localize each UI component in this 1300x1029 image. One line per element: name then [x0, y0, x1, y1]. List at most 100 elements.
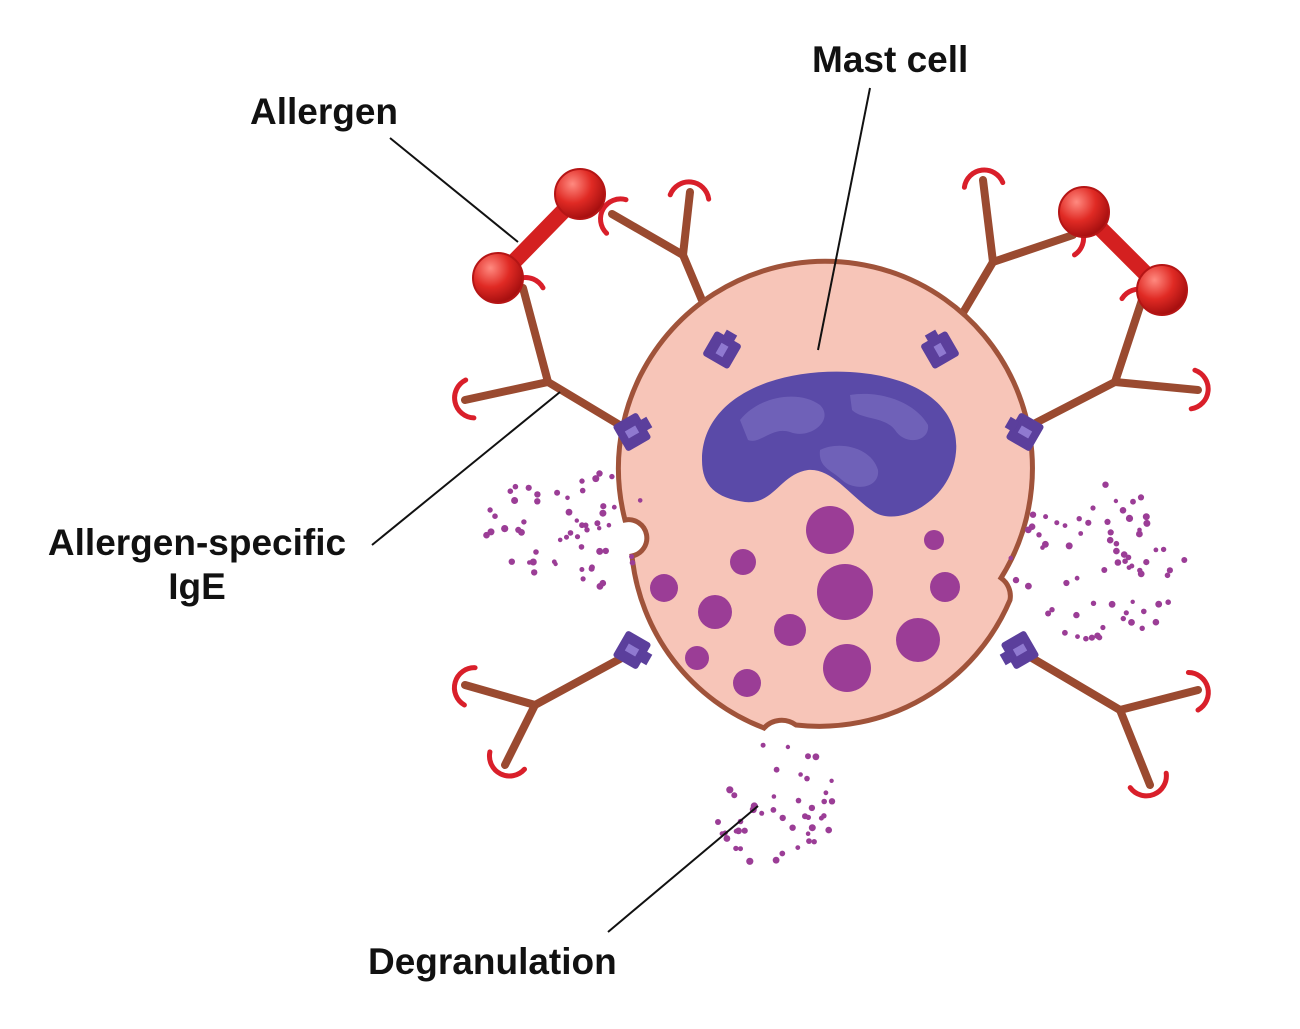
released-granule — [738, 846, 743, 852]
released-granule — [588, 565, 595, 572]
label-allergen: Allergen — [250, 91, 399, 132]
released-granule — [1075, 634, 1080, 639]
released-granule — [1054, 520, 1060, 526]
released-granule — [828, 798, 836, 805]
released-granule — [1029, 511, 1037, 518]
released-granule — [772, 856, 780, 864]
released-granule — [808, 824, 816, 832]
granule — [806, 506, 854, 554]
label-allergen-specific-ige: Allergen-specific IgE — [40, 521, 354, 609]
released-granule — [726, 786, 734, 794]
released-granule — [1129, 563, 1135, 569]
antigen-binding-site-icon — [451, 665, 478, 708]
fc-receptor-icon — [613, 413, 653, 451]
released-granule — [606, 522, 612, 528]
released-granule — [629, 554, 635, 560]
released-granule — [531, 569, 538, 576]
released-granule — [1120, 615, 1127, 622]
released-granule — [1143, 559, 1150, 566]
antibody-ige — [1018, 286, 1211, 434]
antibody-arm — [501, 701, 539, 769]
released-granule — [1028, 523, 1036, 530]
antibody-stem — [544, 378, 632, 434]
released-granule — [1141, 608, 1147, 615]
released-granule — [1062, 523, 1068, 528]
released-granule — [579, 478, 585, 484]
released-granule — [811, 839, 817, 845]
released-granule — [789, 824, 796, 831]
granule — [733, 669, 761, 697]
mast-cell — [616, 258, 1035, 731]
released-granule — [1045, 610, 1052, 617]
released-granule — [533, 549, 539, 555]
released-granule — [779, 850, 786, 857]
antigen-binding-site-icon — [486, 749, 527, 779]
released-granule — [584, 527, 590, 533]
released-granule — [600, 503, 607, 510]
released-granule — [1090, 600, 1097, 606]
released-granule — [1043, 514, 1049, 520]
released-granule — [723, 835, 731, 842]
released-granule — [1096, 634, 1103, 641]
antibody-ige — [452, 274, 632, 434]
released-granule — [579, 487, 586, 494]
antibody-arm — [1116, 686, 1202, 714]
released-granule — [1155, 600, 1163, 608]
released-granule — [1125, 554, 1132, 561]
granule — [730, 549, 756, 575]
leader-allergen — [389, 137, 519, 243]
released-granule — [511, 497, 519, 504]
released-granule — [1139, 625, 1145, 631]
released-granule — [534, 491, 541, 498]
released-granule — [579, 522, 585, 529]
released-granule — [1049, 607, 1055, 613]
released-granule — [596, 470, 603, 477]
released-granule — [580, 576, 586, 582]
released-granule — [1153, 547, 1159, 553]
antigen-binding-site-icon — [1185, 670, 1211, 713]
released-granule — [609, 473, 615, 480]
antibody-ige — [1011, 644, 1211, 799]
released-granule — [1102, 481, 1109, 488]
released-granule — [527, 560, 532, 565]
released-granule — [1101, 567, 1108, 573]
released-granule — [1113, 547, 1120, 555]
antigen-binding-site-icon — [1127, 770, 1169, 799]
released-granule — [554, 489, 561, 496]
label-allergen-specific-line1: Allergen-specific — [47, 522, 347, 563]
released-granule — [611, 504, 617, 510]
released-granule — [823, 790, 829, 796]
released-granule — [1090, 505, 1096, 511]
released-granule — [574, 534, 581, 540]
allergen-icon — [1058, 186, 1188, 316]
released-granule — [1119, 507, 1127, 514]
released-granule — [1083, 635, 1089, 642]
allergen-sphere — [1058, 186, 1110, 238]
released-granule — [557, 537, 563, 543]
released-granule — [1114, 559, 1122, 566]
fc-receptor-icon — [1004, 413, 1044, 451]
granule — [650, 574, 678, 602]
released-granule — [501, 525, 509, 533]
released-granule — [637, 498, 643, 503]
released-granule — [759, 810, 765, 816]
allergen-sphere — [1136, 264, 1188, 316]
released-granules — [483, 470, 1188, 865]
released-granule — [1078, 531, 1084, 536]
released-granule — [771, 794, 777, 799]
released-granule — [1065, 542, 1073, 550]
released-granule — [805, 814, 812, 821]
released-granule — [596, 547, 604, 555]
released-granule — [1062, 629, 1068, 636]
released-granule — [715, 819, 721, 825]
released-granule — [1130, 599, 1135, 604]
released-granule — [487, 528, 495, 536]
antibody-arm — [979, 176, 997, 266]
granule — [698, 595, 732, 629]
released-granule — [1108, 600, 1116, 608]
antigen-binding-site-icon — [598, 196, 629, 236]
released-granule — [594, 520, 601, 527]
released-granule — [795, 797, 802, 804]
granule — [924, 530, 944, 550]
